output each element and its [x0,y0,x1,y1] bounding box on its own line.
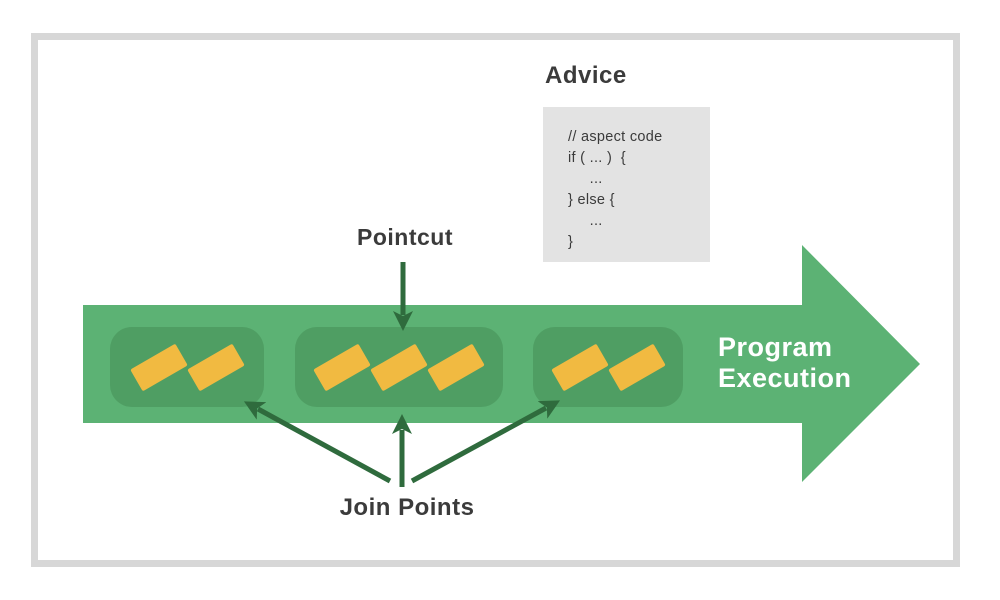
join-point-marker [607,343,666,391]
advice-code-line: } [568,234,574,250]
advice-code-line: // aspect code [568,129,663,145]
advice-label: Advice [545,62,627,89]
advice-code-box: // aspect code if ( ... ) { ... } else { .… [543,107,710,262]
join-point-marker [370,343,428,391]
advice-code-line: if ( ... ) { [568,150,626,166]
pointcut-label: Pointcut [357,224,453,250]
join-points-label: Join Points [339,494,475,521]
program-execution-line: Program [718,332,833,362]
join-point-marker [186,343,245,391]
program-execution-line: Execution [718,363,852,393]
advice-code-line: ... [568,171,603,187]
join-point-marker [427,343,485,391]
join-point-group-1 [110,327,264,407]
join-point-marker [550,343,609,391]
join-point-group-2 [295,327,503,407]
advice-code-line: ... [568,213,603,229]
join-point-group-3 [533,327,683,407]
advice-code-line: } else { [568,192,615,208]
join-point-marker [129,343,188,391]
diagram-border-frame [31,33,960,567]
join-point-marker [313,343,371,391]
